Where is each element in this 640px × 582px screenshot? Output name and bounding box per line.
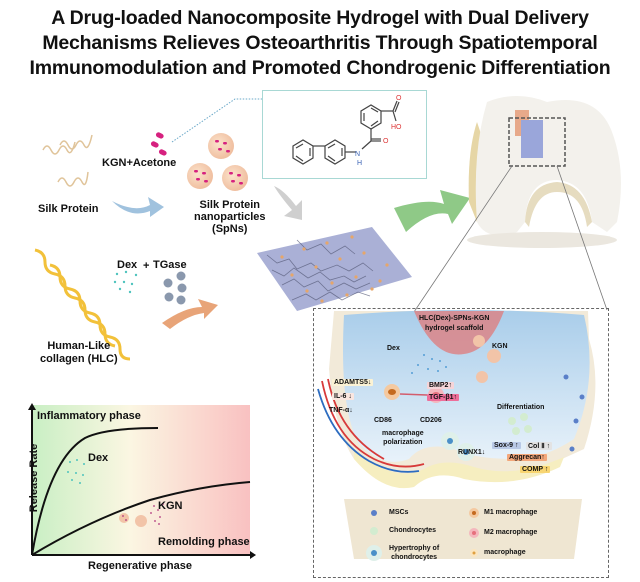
- figure-title: A Drug-loaded Nanocomposite Hydrogel wit…: [0, 6, 640, 81]
- atom-n: N: [355, 151, 360, 158]
- marker-il6: IL-6 ↓: [332, 393, 354, 400]
- marker-comp: COMP ↑: [520, 466, 551, 473]
- orange-arrow-icon: [162, 299, 218, 329]
- marker-tgf-beta1: TGF-β1↑: [427, 394, 459, 401]
- legend-hypertrophy: Hypertrophy of chondrocytes: [389, 544, 439, 562]
- spns-label-line-3: (SpNs): [212, 223, 248, 235]
- legend-hypertrophy-line-2: chondrocytes: [391, 554, 438, 561]
- kgn-molecule-structure: O HO O N H: [262, 90, 427, 179]
- inflammatory-phase-label: Inflammatory phase: [37, 410, 141, 422]
- hypertrophic-chondrocytes-icon: [441, 432, 475, 461]
- x-axis-label: Regenerative phase: [88, 560, 192, 572]
- y-axis-arrow-icon: [28, 403, 36, 410]
- marker-adamts5: ADAMTS5↓: [332, 379, 374, 386]
- cd86-label: CD86: [374, 417, 392, 424]
- atom-h: H: [357, 160, 362, 167]
- x-axis-arrow-icon: [250, 551, 256, 559]
- legend-chondrocytes: Chondrocytes: [389, 527, 437, 534]
- scaffold-label-line-1: HLC(Dex)-SPNs-KGN: [419, 315, 490, 322]
- cd206-label: CD206: [420, 417, 442, 424]
- hlc-collagen-fibers-icon: [34, 248, 131, 361]
- kgn-particles-icon: [119, 503, 164, 527]
- marker-aggrecan: Aggrecan↑: [507, 454, 547, 461]
- macrophage-polarization-label: macrophage polarization: [382, 429, 424, 447]
- legend-hypertrophy-line-1: Hypertrophy of: [389, 545, 440, 552]
- graph-background: [32, 405, 250, 555]
- title-line-2: Mechanisms Relieves Osteoarthritis Throu…: [42, 32, 598, 54]
- atom-ho: HO: [391, 124, 402, 131]
- silk-protein-label: Silk Protein: [38, 203, 99, 215]
- legend-m1-macrophage: M1 macrophage: [484, 509, 538, 516]
- blood-vessels-icon: [321, 378, 425, 468]
- plus-sign: +: [143, 260, 150, 272]
- legend-m2-macrophage: M2 macrophage: [484, 529, 538, 536]
- marker-tnf-alpha: TNF-α↓: [329, 407, 353, 414]
- kgn-curve-label: KGN: [158, 500, 183, 512]
- marker-sox9: Sox-9 ↑: [492, 442, 521, 449]
- knee-joint-icon: [366, 96, 621, 383]
- mechanism-inset-panel: HLC(Dex)-SPNs-KGN hydrogel scaffold Dex …: [313, 308, 609, 578]
- atom-o2: O: [383, 138, 389, 145]
- dex-release-curve: [31, 427, 159, 556]
- marker-runx1: RUNX1↓: [458, 449, 486, 456]
- y-axis-label: Release Rate: [28, 443, 40, 513]
- polarization-line-2: polarization: [383, 439, 423, 446]
- hlc-label-line-2: collagen (HLC): [40, 353, 118, 365]
- scaffold-label: HLC(Dex)-SPNs-KGN hydrogel scaffold: [419, 314, 489, 334]
- chondrocytes-icon: [508, 413, 532, 435]
- title-line-1: A Drug-loaded Nanocomposite Hydrogel wit…: [51, 7, 589, 29]
- hydrogel-scaffold-icon: [257, 227, 412, 311]
- spns-label-line-1: Silk Protein: [199, 199, 261, 211]
- tgase-enzyme-icon: [163, 271, 187, 305]
- spns-label: Silk Protein nanoparticles (SpNs): [194, 199, 266, 235]
- joint-cross-section: [317, 310, 596, 561]
- release-rate-graph: [28, 403, 256, 559]
- legend-icons: [366, 508, 479, 561]
- marker-bmp2: BMP2↑: [427, 382, 454, 389]
- dex-label: Dex: [117, 259, 138, 271]
- silk-fibers-icon: [42, 134, 93, 187]
- hlc-label: Human-Like collagen (HLC): [40, 340, 118, 366]
- hlc-label-line-1: Human-Like: [47, 340, 111, 352]
- green-arrow-icon: [394, 190, 470, 232]
- msc-icon: [563, 374, 585, 452]
- kgn-acetone-label: KGN+Acetone: [102, 157, 177, 169]
- atom-o1: O: [396, 95, 402, 102]
- molecule-drawing: O HO O N H: [292, 95, 402, 167]
- title-line-3: Immunomodulation and Promoted Chondrogen…: [29, 57, 611, 79]
- inset-kgn-label: KGN: [492, 343, 508, 350]
- dex-dots-icon: [67, 459, 85, 484]
- dex-curve-label: Dex: [88, 452, 109, 464]
- kgn-drug-icon: [150, 132, 167, 156]
- polarization-line-1: macrophage: [382, 430, 424, 437]
- leader-line: [171, 98, 263, 143]
- spns-label-line-2: nanoparticles: [194, 211, 266, 223]
- dex-dots-icon: [113, 270, 138, 294]
- remolding-phase-label: Remolding phase: [158, 536, 250, 548]
- differentiation-label: Differentiation: [497, 404, 545, 411]
- legend-mscs: MSCs: [389, 509, 409, 516]
- grey-arrow-icon: [274, 186, 302, 220]
- marker-col2: Col Ⅱ ↑: [526, 442, 553, 450]
- scaffold-label-line-2: hydrogel scaffold: [425, 325, 484, 332]
- silk-nanoparticles-icon: [187, 133, 248, 191]
- tgase-label: TGase: [153, 259, 187, 271]
- inset-dex-label: Dex: [387, 345, 400, 352]
- legend-macrophage: macrophage: [484, 549, 526, 556]
- blue-arrow-icon: [112, 197, 164, 217]
- kgn-release-curve: [31, 481, 251, 556]
